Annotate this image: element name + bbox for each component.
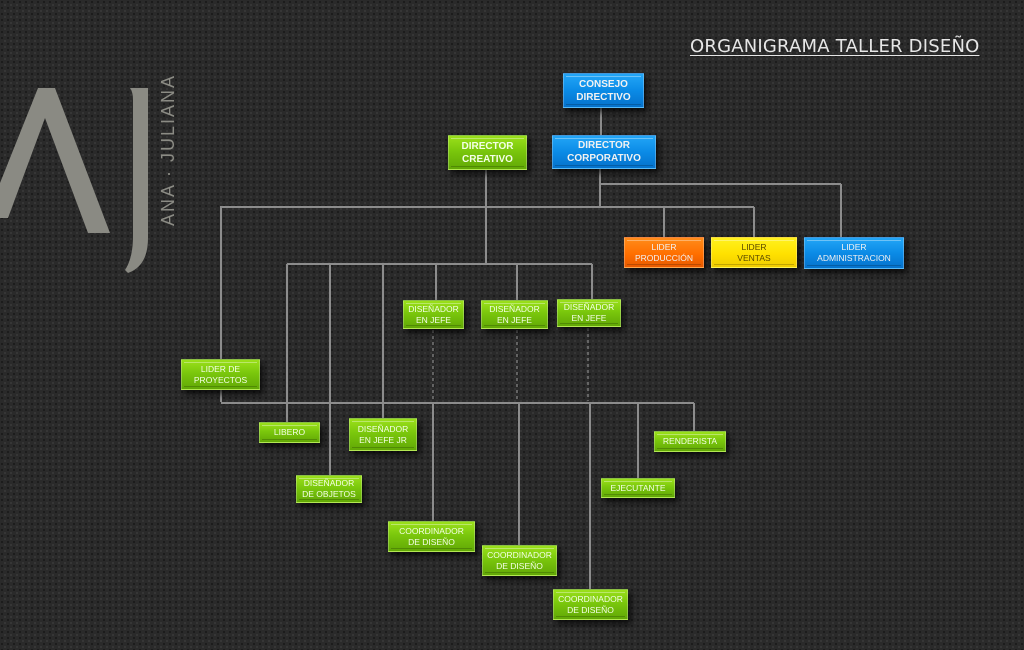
node-coordinador-3[interactable]: COORDINADOR DE DISEÑO <box>553 589 628 620</box>
node-lider-ventas[interactable]: LIDER VENTAS <box>711 237 797 268</box>
node-libero[interactable]: LIBERO <box>259 422 320 443</box>
node-disenador-jefe-3[interactable]: DISEÑADOR EN JEFE <box>557 299 621 327</box>
node-lider-produccion[interactable]: LIDER PRODUCCIÓN <box>624 237 704 268</box>
aj-logo-icon <box>0 88 148 273</box>
logo-letter-a <box>0 88 110 233</box>
node-director-creativo[interactable]: DIRECTOR CREATIVO <box>448 135 527 170</box>
node-disenador-jefe-1[interactable]: DISEÑADOR EN JEFE <box>403 300 464 329</box>
logo-letter-j <box>125 88 148 273</box>
node-director-corporativo[interactable]: DIRECTOR CORPORATIVO <box>552 135 656 169</box>
node-coordinador-2[interactable]: COORDINADOR DE DISEÑO <box>482 545 557 576</box>
node-lider-proyectos[interactable]: LIDER DE PROYECTOS <box>181 359 260 390</box>
node-coordinador-1[interactable]: COORDINADOR DE DISEÑO <box>388 521 475 552</box>
node-lider-administracion[interactable]: LIDER ADMINISTRACION <box>804 237 904 269</box>
node-disenador-jefe-jr[interactable]: DISEÑADOR EN JEFE JR <box>349 418 417 451</box>
node-renderista[interactable]: RENDERISTA <box>654 431 726 452</box>
node-consejo-directivo[interactable]: CONSEJO DIRECTIVO <box>563 73 644 108</box>
node-disenador-objetos[interactable]: DISEÑADOR DE OBJETOS <box>296 475 362 503</box>
node-ejecutante[interactable]: EJECUTANTE <box>601 478 675 498</box>
chart-title: ORGANIGRAMA TALLER DISEÑO <box>690 36 980 57</box>
node-disenador-jefe-2[interactable]: DISEÑADOR EN JEFE <box>481 300 548 329</box>
